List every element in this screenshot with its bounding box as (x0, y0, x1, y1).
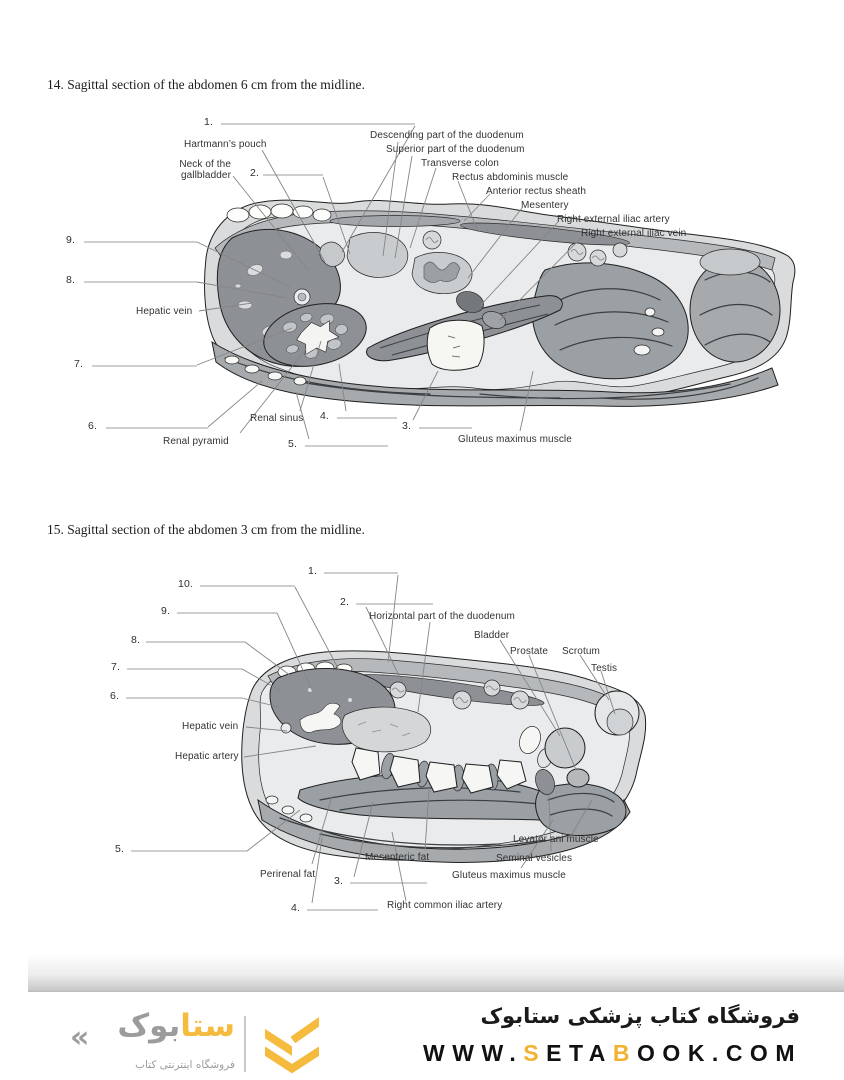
f15-label-horizontal-duodenum: Horizontal part of the duodenum (369, 611, 515, 622)
figure-15-title: 15. Sagittal section of the abdomen 3 cm… (47, 522, 365, 537)
url-www: WWW. (423, 1040, 524, 1066)
figure-14-illustration (84, 123, 796, 447)
wordmark-gray-part: بوک (117, 1008, 181, 1044)
f15-label-hepatic-vein: Hepatic vein (182, 721, 239, 732)
wordmark-yellow-part: ستا (180, 1008, 235, 1044)
f15-label-7: 7. (111, 661, 120, 673)
url-s-yellow: S (523, 1040, 547, 1066)
duodenum-15 (341, 706, 432, 753)
f14-label-gluteus-maximus: Gluteus maximus muscle (458, 434, 572, 445)
bowel-loops (422, 230, 628, 267)
url-ook-com: OOK.COM (637, 1040, 802, 1066)
f14-label-superior-duodenum: Superior part of the duodenum (386, 144, 525, 155)
f14-label-7: 7. (74, 358, 83, 370)
guillemet-mark: « (70, 1020, 90, 1055)
f14-label-4: 4. (320, 410, 329, 422)
f15-label-1: 1. (308, 565, 317, 577)
f15-label-prostate: Prostate (510, 646, 549, 657)
f14-label-1: 1. (204, 116, 213, 128)
f15-label-scrotum: Scrotum (562, 646, 600, 657)
url-b-yellow: B (612, 1040, 638, 1066)
f14-label-transverse-colon: Transverse colon (421, 158, 499, 169)
figure-14-title: 14. Sagittal section of the abdomen 6 cm… (47, 77, 365, 92)
url-eta: ETA (546, 1040, 613, 1066)
f15-label-seminal-vesicles: Seminal vesicles (496, 853, 573, 864)
f14-label-8: 8. (66, 274, 75, 286)
vertebral-column (351, 747, 527, 794)
f15-label-6: 6. (110, 690, 119, 702)
f15-label-perirenal-fat: Perirenal fat (260, 869, 316, 880)
f15-label-right-common-iliac-artery: Right common iliac artery (387, 900, 503, 911)
f15-label-gluteus-maximus: Gluteus maximus muscle (452, 870, 566, 881)
f14-label-renal-sinus: Renal sinus (250, 413, 304, 424)
kidney (263, 303, 367, 367)
f15-label-10: 10. (178, 578, 193, 590)
testis-shape (606, 708, 634, 736)
back-muscles (211, 340, 779, 407)
f15-label-hepatic-artery: Hepatic artery (175, 751, 239, 762)
f14-label-renal-pyramid: Renal pyramid (163, 436, 229, 447)
f14-label-2: 2. (250, 167, 259, 179)
f14-label-rectus-abdominis: Rectus abdominis muscle (452, 172, 569, 183)
f15-label-levator-ani: Levator ani muscle (513, 834, 599, 845)
f14-label-hepatic-vein: Hepatic vein (136, 306, 193, 317)
vertebra (426, 319, 485, 371)
f15-label-2: 2. (340, 596, 349, 608)
renal-sinus-shape (296, 320, 340, 355)
bladder-shape (544, 727, 586, 769)
leader-lines-15 (241, 574, 616, 904)
f15-label-3: 3. (334, 875, 343, 887)
fat-lobules (226, 203, 332, 223)
f14-label-mesentery: Mesentery (521, 200, 569, 211)
logo-divider (244, 1016, 246, 1072)
f15-label-5: 5. (115, 843, 124, 855)
answer-blanks-15 (126, 572, 433, 911)
setabook-chevron-icon (264, 1016, 320, 1074)
seminal-vesicle-shape (535, 769, 555, 795)
f15-label-mesenteric-fat: Mesenteric fat (365, 852, 430, 863)
answer-blanks-14 (84, 123, 472, 447)
gallbladder (319, 241, 345, 267)
f15-label-9: 9. (161, 605, 170, 617)
f14-label-3: 3. (402, 420, 411, 432)
bowel-loops-15 (389, 679, 530, 710)
f15-label-testis: Testis (591, 663, 618, 674)
f15-label-8: 8. (131, 634, 140, 646)
f15-label-bladder: Bladder (474, 630, 510, 641)
prostate-shape (566, 768, 590, 788)
f15-label-4: 4. (291, 902, 300, 914)
f14-label-anterior-rectus-sheath: Anterior rectus sheath (486, 186, 587, 197)
page-bottom-shadow (28, 953, 844, 992)
f14-label-5: 5. (288, 438, 297, 450)
iliac-vessels (456, 291, 484, 313)
f14-label-6: 6. (88, 420, 97, 432)
f14-label-right-external-iliac-artery: Right external iliac artery (557, 214, 670, 225)
f14-label-9: 9. (66, 234, 75, 246)
website-url: WWW.SETABOOK.COM (423, 1040, 802, 1067)
setabook-wordmark: ستابوک (117, 1008, 235, 1044)
duodenum-shapes (346, 232, 409, 278)
leader-lines-14 (196, 125, 584, 440)
rectus-abdominis-shape (460, 222, 630, 246)
figure-15-illustration (126, 572, 647, 911)
f14-label-neck-of-gallbladder: Neck of the gallbladder (179, 159, 231, 181)
f14-label-descending-duodenum: Descending part of the duodenum (370, 130, 524, 141)
f14-label-right-external-iliac-vein: Right external iliac vein (581, 228, 687, 239)
logo-tagline: فروشگاه اینترنتی کتاب (135, 1059, 235, 1071)
store-name-persian: فروشگاه کتاب پزشکی ستابوک (480, 1004, 800, 1028)
f14-label-hartmanns-pouch: Hartmann’s pouch (184, 139, 267, 150)
